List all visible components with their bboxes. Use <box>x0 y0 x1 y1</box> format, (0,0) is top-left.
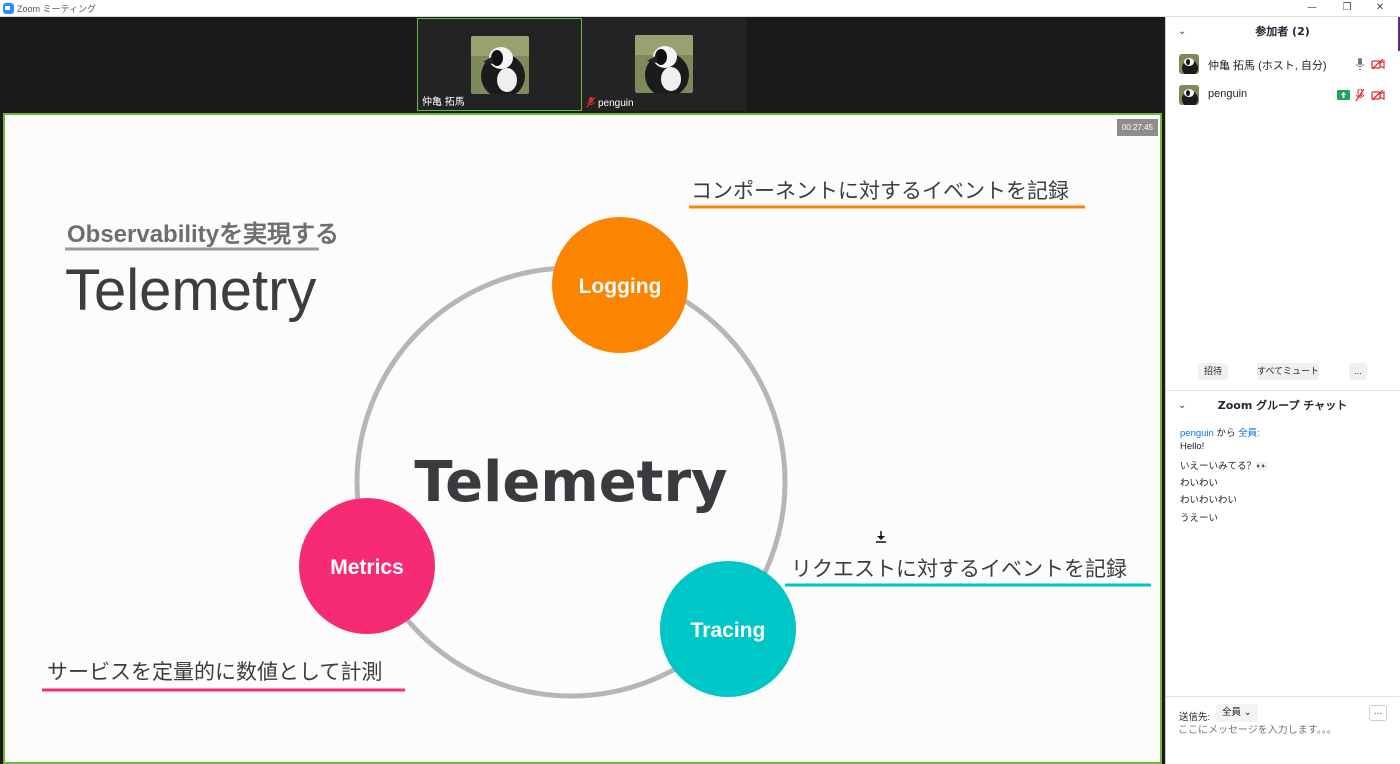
meeting-area: 仲亀 拓馬 penguin 00:27:45 Observabilityを実現す… <box>0 17 1165 764</box>
chevron-down-icon[interactable]: ⌄ <box>1178 26 1187 37</box>
tracing-node <box>660 561 796 697</box>
tracing-annotation: リクエストに対するイベントを記録 <box>791 557 1127 581</box>
tracing-label: Tracing <box>691 619 766 642</box>
avatar <box>1179 85 1199 105</box>
sidebar-edge-accent <box>1398 17 1400 51</box>
chevron-down-icon: ⌄ <box>1243 707 1252 718</box>
video-tile-self[interactable]: 仲亀 拓馬 <box>417 18 582 111</box>
slide-canvas: Observabilityを実現する Telemetry Telemetry L… <box>42 179 1151 699</box>
panel-divider <box>1166 390 1399 391</box>
logging-label: Logging <box>579 275 662 298</box>
chat-more-button[interactable]: ... <box>1369 705 1387 721</box>
video-tile-name: 仲亀 拓馬 <box>422 97 465 108</box>
chat-message: Hello! <box>1180 441 1205 452</box>
participants-header[interactable]: ⌄ 参加者 (2) <box>1166 17 1399 47</box>
chat-input-divider <box>1166 696 1399 697</box>
send-to-label: 送信先: <box>1179 712 1211 723</box>
penguin-avatar-image <box>471 36 529 94</box>
close-button[interactable]: ✕ <box>1375 2 1385 13</box>
participant-row[interactable]: 仲亀 拓馬 (ホスト, 自分) <box>1166 49 1399 79</box>
chat-sender-line: penguin から 全員: <box>1180 425 1260 439</box>
participants-more-button[interactable]: ... <box>1349 363 1367 380</box>
window-title-bar: Zoom ミーティング — ❐ ✕ <box>0 0 1400 17</box>
mute-all-button[interactable]: すべてミュート <box>1257 363 1319 380</box>
chat-sender[interactable]: penguin <box>1180 428 1214 439</box>
zoom-logo-icon <box>3 3 14 14</box>
participants-title: 参加者 (2) <box>1255 25 1310 38</box>
slide-title: Telemetry <box>65 258 316 323</box>
minimize-button[interactable]: — <box>1307 2 1317 13</box>
participant-icons <box>1329 88 1389 104</box>
mic-muted-icon <box>586 97 596 108</box>
chat-message: わいわい <box>1180 478 1219 489</box>
participant-name: penguin <box>1208 88 1248 100</box>
chat-message: うえーい <box>1180 513 1219 524</box>
participant-name: 仲亀 拓馬 (ホスト, 自分) <box>1208 60 1327 72</box>
chat-header[interactable]: ⌄ Zoom グループ チャット <box>1166 391 1399 421</box>
send-to-select[interactable]: 全員 ⌄ <box>1216 704 1258 722</box>
screen-share-view: 00:27:45 Observabilityを実現する Telemetry Te… <box>3 113 1162 764</box>
window-title: Zoom ミーティング <box>17 4 96 14</box>
restore-button[interactable]: ❐ <box>1342 2 1352 13</box>
mic-muted-icon[interactable] <box>1355 89 1365 102</box>
logging-annotation: コンポーネントに対するイベントを記録 <box>691 179 1069 203</box>
screen-share-icon <box>1337 90 1350 100</box>
participant-icons <box>1329 57 1389 73</box>
video-off-icon[interactable] <box>1371 90 1385 101</box>
video-tile-penguin[interactable]: penguin <box>582 18 747 111</box>
invite-button[interactable]: 招待 <box>1198 363 1228 380</box>
chat-title: Zoom グループ チャット <box>1217 399 1348 412</box>
center-label: Telemetry <box>414 450 727 515</box>
microphone-icon[interactable] <box>1355 58 1365 71</box>
chat-message: いえーいみてる？👀 <box>1180 461 1268 472</box>
recording-timer: 00:27:45 <box>1116 119 1158 136</box>
participant-row[interactable]: penguin <box>1166 80 1399 110</box>
chat-connector: から <box>1216 428 1236 439</box>
sidebar: ⌄ 参加者 (2) 仲亀 拓馬 (ホスト, 自分) <box>1165 17 1400 764</box>
mouse-cursor-icon <box>876 531 886 543</box>
video-off-icon[interactable] <box>1371 59 1385 70</box>
chat-message: わいわいわい <box>1180 495 1238 506</box>
chat-message-input[interactable] <box>1178 725 1378 736</box>
penguin-avatar-image <box>635 35 693 93</box>
send-to-value: 全員 <box>1222 707 1242 718</box>
avatar <box>1179 54 1199 74</box>
chat-recipient[interactable]: 全員: <box>1238 428 1260 439</box>
chevron-down-icon[interactable]: ⌄ <box>1178 400 1187 411</box>
metrics-annotation: サービスを定量的に数値として計測 <box>47 660 382 684</box>
video-tile-name: penguin <box>598 98 634 109</box>
slide-subtitle: Observabilityを実現する <box>67 220 339 248</box>
metrics-node <box>299 498 435 634</box>
metrics-label: Metrics <box>330 556 404 579</box>
logging-node <box>552 217 688 353</box>
